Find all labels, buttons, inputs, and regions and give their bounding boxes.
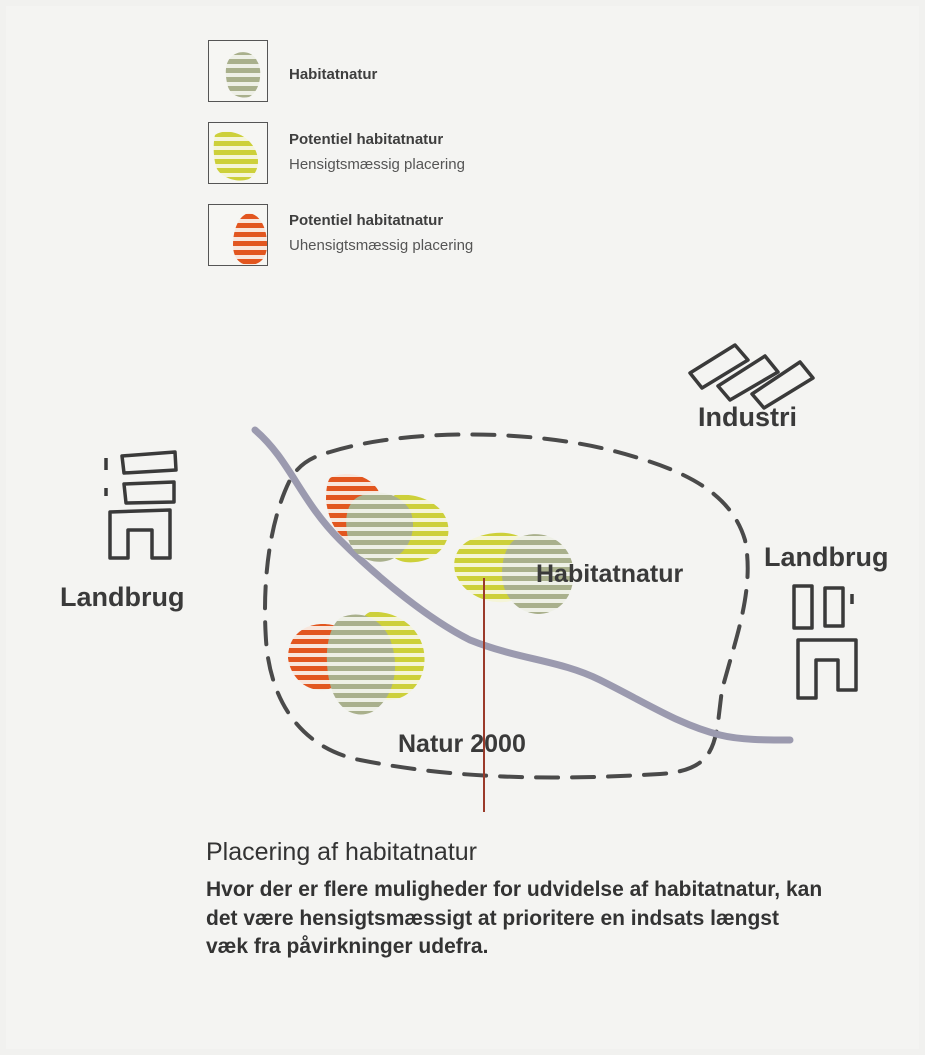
legend-swatch-potential-good [208, 122, 268, 184]
label-industri: Industri [698, 402, 797, 432]
page [6, 6, 919, 1049]
natur2000-boundary [263, 432, 750, 780]
legend-title-potential-bad: Potentiel habitatnatur [289, 212, 444, 229]
legend-swatch-habitat [208, 40, 268, 102]
industri-buildings-icon [688, 343, 815, 410]
habitat-cluster-lower [288, 611, 425, 715]
habitat-cluster-middle [454, 532, 574, 614]
label-landbrug-right: Landbrug [764, 542, 889, 572]
label-landbrug-left: Landbrug [60, 582, 185, 612]
legend-swatch-potential-bad [208, 204, 268, 266]
habitat-cluster-upper [326, 474, 449, 563]
caption-title: Placering af habitatnatur [206, 838, 478, 866]
landbrug-right-farm-icon [792, 584, 858, 700]
label-habitatnatur: Habitatnatur [536, 560, 684, 588]
legend-title-potential-good: Potentiel habitatnatur [289, 131, 444, 148]
river [251, 426, 794, 744]
legend-title-habitat: Habitatnatur [289, 66, 378, 83]
label-natur2000: Natur 2000 [398, 730, 526, 758]
legend-subtitle-potential-bad: Uhensigtsmæssig placering [289, 237, 474, 254]
legend-subtitle-potential-good: Hensigtsmæssig placering [289, 156, 465, 173]
landbrug-left-farm-icon [104, 450, 178, 560]
caption-body: Hvor der er flere muligheder for udvidel… [206, 878, 823, 959]
